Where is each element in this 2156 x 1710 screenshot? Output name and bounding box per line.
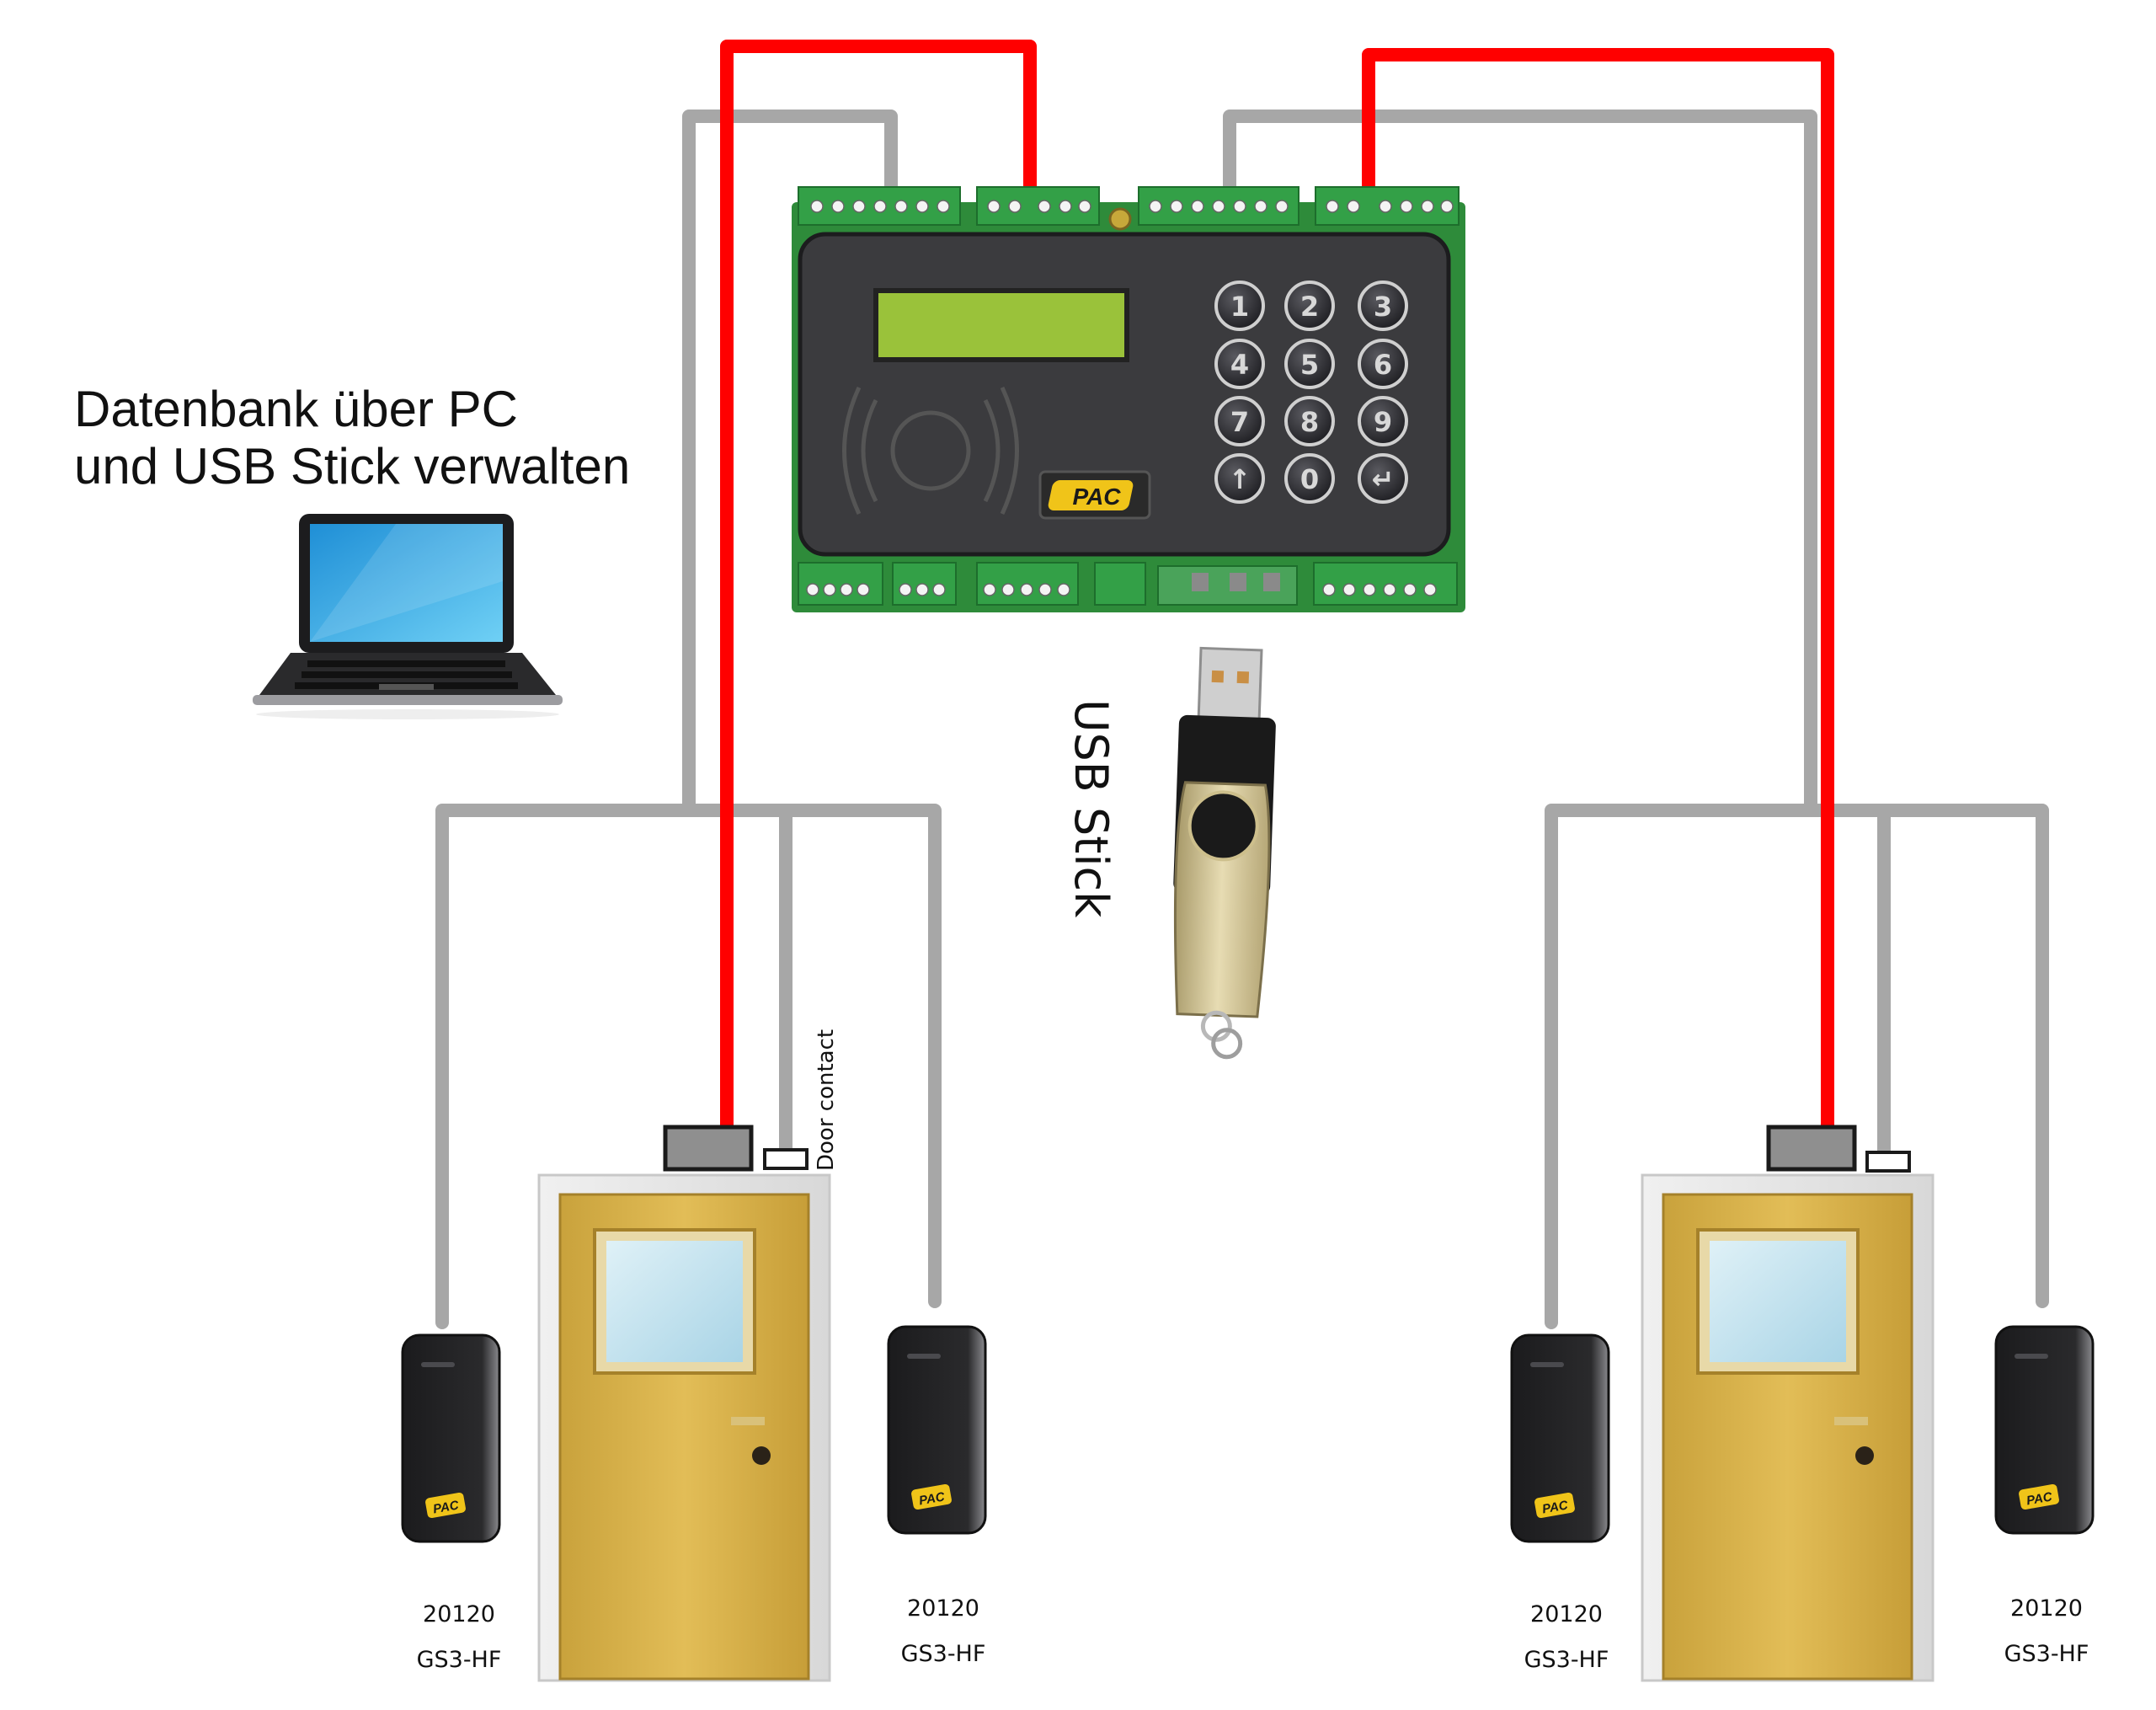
controller-lcd: [873, 288, 1129, 362]
keypad-key-label: 5: [1300, 349, 1319, 381]
lock-right: [1766, 1125, 1857, 1172]
controller-logo: PAC: [1038, 470, 1151, 520]
data-cable-left-branch: [435, 804, 942, 1329]
reader-1-model: GS3-HF: [416, 1647, 502, 1673]
reader-brand: PAC: [432, 1498, 461, 1516]
reader-4-part-number: 20120: [2010, 1595, 2083, 1622]
keypad-key-label: ↵: [1372, 463, 1395, 495]
keypad-key-label: ↑: [1229, 463, 1251, 495]
top-terminal-blocks: [798, 186, 1460, 231]
data-cable-right-branch: [1545, 804, 2049, 1329]
keypad-key: ↵: [1358, 453, 1408, 504]
reader-logo: PAC: [425, 1492, 466, 1519]
data-cable-right-bus: [1223, 110, 1817, 814]
card-reader-2: PAC: [887, 1325, 987, 1535]
title-line-1: Datenbank über PC: [74, 381, 518, 437]
keypad-key: 3: [1358, 281, 1408, 331]
reader-3-model: GS3-HF: [1524, 1647, 1609, 1673]
reader-brand: PAC: [1541, 1498, 1570, 1516]
reader-logo: PAC: [911, 1483, 952, 1510]
keypad-key: 0: [1284, 453, 1335, 504]
keypad-key: 5: [1284, 339, 1335, 389]
keypad-key: ↑: [1214, 453, 1265, 504]
reader-logo: PAC: [1534, 1492, 1575, 1519]
title-line-2: und USB Stick verwalten: [74, 438, 631, 494]
rfid-waves-icon: [842, 386, 1019, 516]
door-left: [537, 1125, 831, 1682]
keypad-key-label: 3: [1374, 291, 1392, 323]
reader-1-part-number: 20120: [423, 1601, 495, 1627]
reader-2-model: GS3-HF: [900, 1641, 986, 1667]
reader-3-part-number: 20120: [1530, 1601, 1603, 1627]
lock-left: [663, 1125, 754, 1172]
keypad-key: 7: [1214, 396, 1265, 446]
data-cable-left-bus: [682, 110, 898, 814]
reader-2-part-number: 20120: [907, 1595, 979, 1622]
access-controller: PAC 1 2 3 4 5 6 7 8 9 ↑ 0 ↵: [792, 186, 1465, 612]
keypad-key: 9: [1358, 396, 1408, 446]
keypad-key-label: 9: [1374, 406, 1392, 438]
usb-stick-label: USB Stick: [1065, 699, 1118, 918]
readers: PAC PAC PAC PAC: [401, 1325, 2095, 1543]
reader-logo: PAC: [2019, 1483, 2059, 1510]
door-contact-left: [763, 1148, 808, 1170]
keypad-key-label: 7: [1230, 406, 1249, 438]
data-cables: [435, 110, 2049, 1329]
keypad-key-label: 2: [1300, 291, 1319, 323]
door-right: [1641, 1125, 1935, 1682]
reader-label-4: 20120 GS3-HF: [1962, 1595, 2131, 1686]
keypad-key: 6: [1358, 339, 1408, 389]
keypad-key: 8: [1284, 396, 1335, 446]
keypad-key-label: 6: [1374, 349, 1392, 381]
keypad-key: 1: [1214, 281, 1265, 331]
controller-brand: PAC: [1072, 484, 1121, 510]
reader-4-model: GS3-HF: [2004, 1641, 2089, 1667]
reader-brand: PAC: [918, 1489, 947, 1508]
keypad-key-label: 4: [1230, 349, 1249, 381]
keypad-key: 2: [1284, 281, 1335, 331]
reader-label-3: 20120 GS3-HF: [1482, 1600, 1651, 1691]
keypad-key-label: 0: [1300, 463, 1319, 495]
lock-cables: [720, 40, 1834, 1134]
controller-keypad: 1 2 3 4 5 6 7 8 9 ↑ 0 ↵: [1214, 281, 1408, 504]
door-contact-right: [1865, 1151, 1911, 1173]
page-title: Datenbank über PC und USB Stick verwalte…: [74, 381, 714, 495]
reader-label-1: 20120 GS3-HF: [375, 1600, 543, 1691]
card-reader-4: PAC: [1994, 1325, 2095, 1535]
card-reader-3: PAC: [1510, 1333, 1610, 1543]
door-contact-label: Door contact: [814, 1029, 839, 1171]
reader-label-2: 20120 GS3-HF: [859, 1595, 1027, 1686]
bottom-terminal-blocks: [798, 562, 1458, 606]
card-reader-1: PAC: [401, 1333, 501, 1543]
reader-brand: PAC: [2025, 1489, 2054, 1508]
keypad-key-label: 1: [1230, 291, 1249, 323]
laptop-icon: [253, 514, 563, 719]
lock-cable-left: [720, 40, 1037, 1134]
usb-stick-icon: [1173, 646, 1276, 1060]
keypad-key: 4: [1214, 339, 1265, 389]
keypad-key-label: 8: [1300, 406, 1319, 438]
lock-cable-right: [1362, 48, 1834, 1134]
